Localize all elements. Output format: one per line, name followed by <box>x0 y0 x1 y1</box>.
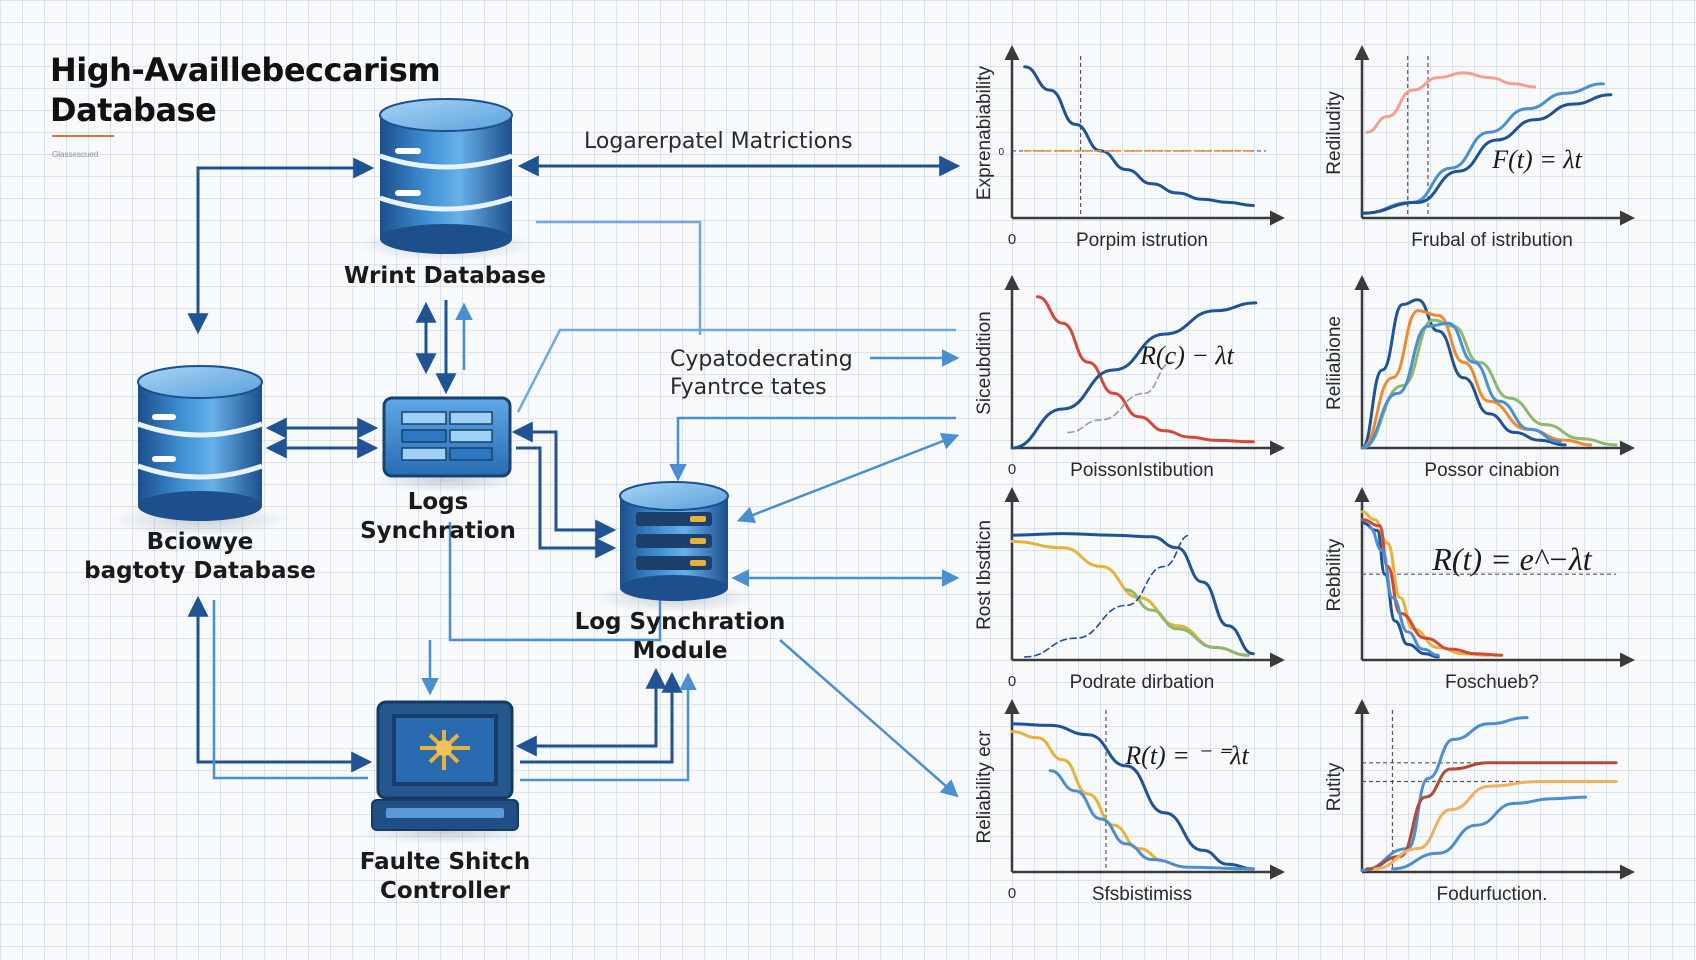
title-subtitle: Glassescued <box>52 150 99 159</box>
chart-3-series-1 <box>1035 295 1255 444</box>
chart-6-series-4 <box>1368 525 1440 657</box>
log-module-label-line-1: Log Synchration <box>574 609 786 635</box>
page-title: High-Availlebeccarism Database <box>50 50 441 130</box>
primary-database-icon[interactable] <box>356 98 536 261</box>
chart-3-ylabel: Siceubdition <box>974 311 995 415</box>
arrow-controller-to-module-2 <box>520 671 683 764</box>
chart-1-xlabel: Porpim istrution <box>1076 230 1208 251</box>
chart-7-xlabel: Sfsbistimiss <box>1092 884 1192 905</box>
controller-label-line-2: Controller <box>380 878 510 904</box>
chart-2-ylabel: Rediludity <box>1324 91 1345 175</box>
chart-2-annotation: F(t) = λt <box>1491 145 1582 174</box>
chart-5-origin-label: 0 <box>1008 673 1016 690</box>
flow-label-top: Logarerpatel Matrictions <box>584 129 853 154</box>
log-module-label-line-2: Module <box>632 638 728 664</box>
arrow-logs-to-module-2 <box>516 446 617 559</box>
arrow-module-to-chart-3 <box>779 639 959 798</box>
title-line-2: Database <box>50 91 217 129</box>
arrow-backup-to-primary <box>187 157 375 335</box>
logs-synchration-label: Logs Synchration <box>350 488 526 546</box>
logs-synchration-label-line-2: Synchration <box>360 518 516 544</box>
chart-3-annotation: R(c) − λt <box>1139 341 1235 370</box>
chart-8-ylabel: Rutity <box>1324 762 1345 811</box>
chart-5-series-1 <box>1010 532 1255 656</box>
chart-4-xlabel: Possor cinabion <box>1424 460 1559 481</box>
chart-8-series-3 <box>1373 780 1618 871</box>
chart-6-series-3 <box>1360 521 1440 659</box>
controller-label: Faulte Shitch Controller <box>340 848 550 906</box>
chart-3-series-2 <box>1010 301 1258 450</box>
chart-5-xlabel: Podrate dirbation <box>1070 672 1215 693</box>
chart-4-series-4 <box>1360 321 1562 450</box>
chart-6-series-1 <box>1360 510 1491 657</box>
chart-3-origin-label: 0 <box>1008 461 1016 478</box>
chart-5-ylabel: Rost Ibsdticn <box>974 520 995 630</box>
controller-label-line-1: Faulte Shitch <box>359 849 531 875</box>
chart-1-y-tick-label: 0 <box>998 147 1004 158</box>
arrow-controller-to-module-3 <box>520 672 697 782</box>
controller-computer-icon[interactable] <box>360 700 528 844</box>
chart-1-origin-label: 0 <box>1008 231 1016 248</box>
title-accent-rule <box>52 135 114 137</box>
title-line-1: High-Availlebeccarism <box>50 51 441 89</box>
chart-2-xlabel: Frubal of istribution <box>1411 230 1573 251</box>
flow-label-middle-2: Fyantrce tates <box>670 375 827 400</box>
chart-4-series-3 <box>1360 318 1618 450</box>
chart-6-annotation: R(t) = e^−λt <box>1431 541 1593 577</box>
backup-database-label-line-2: bagtoty Database <box>84 558 316 584</box>
backup-database-icon[interactable] <box>112 365 288 536</box>
chart-8-series-1 <box>1360 716 1529 872</box>
chart-7-ylabel: Reliability ecr <box>974 730 995 844</box>
arrow-logs-to-module-1 <box>511 421 617 541</box>
chart-6-xlabel: Foschueb? <box>1445 672 1539 693</box>
chart-8-xlabel: Fodurfuction. <box>1437 884 1548 905</box>
chart-7-series-3 <box>1048 769 1255 871</box>
primary-database-label: Wrint Database <box>340 262 550 291</box>
chart-8-series-4 <box>1391 795 1587 871</box>
chart-4-series-2 <box>1360 309 1593 450</box>
chart-1-ylabel: Exprenabiability <box>974 65 995 200</box>
arrow-controller-to-backup <box>187 595 373 773</box>
arrow-controller-to-module-1 <box>515 667 667 757</box>
arrow-primary-right-light <box>536 220 702 335</box>
logs-synchration-icon[interactable] <box>374 396 518 492</box>
chart-2-series-1 <box>1365 71 1537 134</box>
chart-3-xlabel: PoissonIstibution <box>1070 460 1214 481</box>
connectors <box>187 155 961 798</box>
arrow-backup-down-light <box>212 600 368 780</box>
chart-6-ylabel: Rebbility <box>1324 538 1345 611</box>
backup-database-label: Bciowye bagtoty Database <box>80 528 320 586</box>
log-module-label: Log Synchration Module <box>570 608 790 666</box>
chart-7-series-1 <box>1010 722 1255 871</box>
arrow-logs-to-chart-light <box>516 328 956 413</box>
chart-3-series-3 <box>1067 361 1173 434</box>
chart-7-annotation: R(t) = ⁻ ⁼λt <box>1124 741 1249 770</box>
chart-6-series-2 <box>1360 518 1504 657</box>
primary-database-label-text: Wrint Database <box>344 263 546 289</box>
arrow-module-to-chart-1 <box>736 432 960 524</box>
chart-7-series-2 <box>1010 730 1166 863</box>
flow-label-middle-1: Cypatodecrating <box>670 347 853 372</box>
chart-4-series-1 <box>1360 298 1567 450</box>
backup-database-label-line-1: Bciowye <box>146 529 254 555</box>
logs-synchration-label-line-1: Logs <box>407 489 469 515</box>
chart-5-series-3 <box>1124 588 1250 657</box>
chart-5-series-4 <box>1023 534 1191 658</box>
chart-1-series-1 <box>1023 65 1255 207</box>
log-module-database-icon[interactable] <box>592 481 756 612</box>
chart-4-ylabel: Reliiabione <box>1324 316 1345 410</box>
chart-7-origin-label: 0 <box>1008 885 1016 902</box>
arrow-chart-to-module <box>669 416 956 482</box>
chart-2-series-3 <box>1360 93 1613 215</box>
